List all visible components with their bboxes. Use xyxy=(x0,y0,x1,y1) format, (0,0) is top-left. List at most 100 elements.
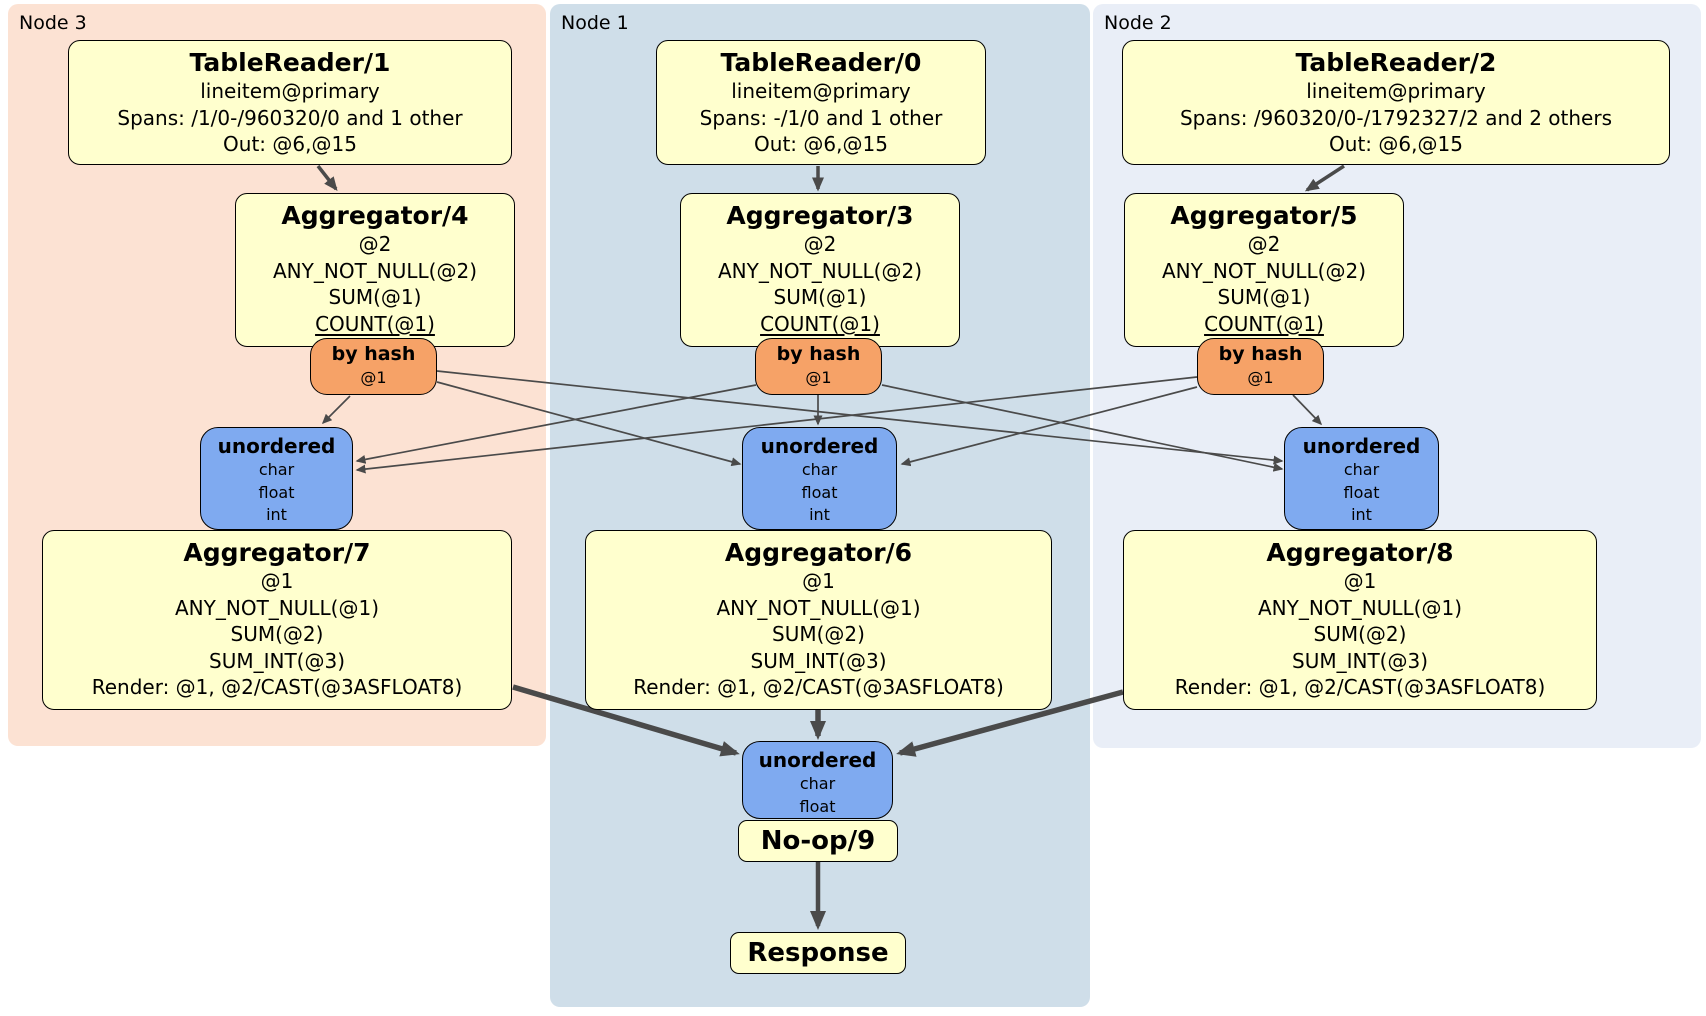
processor-detail: SUM_INT(@3) xyxy=(750,648,887,673)
sync-type: char xyxy=(258,460,295,479)
router-column: @1 xyxy=(1247,368,1274,387)
processor-detail: @1 xyxy=(1343,569,1377,593)
processor-detail: ANY_NOT_NULL(@2) xyxy=(1162,258,1366,283)
processor-title: Aggregator/8 xyxy=(1266,538,1454,567)
processor-detail: @2 xyxy=(1247,232,1281,256)
processor-title: Aggregator/5 xyxy=(1170,201,1358,230)
processor-title: No-op/9 xyxy=(760,826,876,856)
processor-aggregator-5: Aggregator/5 @2 ANY_NOT_NULL(@2) SUM(@1)… xyxy=(1124,193,1404,347)
processor-title: TableReader/0 xyxy=(720,48,922,77)
sync-type: float xyxy=(258,482,295,502)
router-label: by hash xyxy=(776,343,861,365)
sync-unordered-final: unordered char float xyxy=(742,741,893,819)
panel-node-2-label: Node 2 xyxy=(1104,12,1172,34)
processor-detail: Out: @6,@15 xyxy=(1329,132,1463,156)
sync-label: unordered xyxy=(758,748,877,772)
edge-router-left-sync-mid xyxy=(436,381,742,467)
processor-detail: ANY_NOT_NULL(@1) xyxy=(175,595,379,620)
processor-detail: SUM(@2) xyxy=(772,622,865,646)
response-box: Response xyxy=(730,932,906,974)
processor-detail: SUM(@1) xyxy=(773,285,867,309)
sync-type: float xyxy=(1343,482,1380,502)
response-title: Response xyxy=(747,938,889,968)
processor-detail: lineitem@primary xyxy=(731,79,911,103)
sync-label: unordered xyxy=(760,434,879,458)
sync-type: char xyxy=(801,460,838,479)
processor-detail: lineitem@primary xyxy=(1306,79,1486,103)
sync-type: int xyxy=(1351,505,1372,524)
processor-title: TableReader/1 xyxy=(189,48,391,77)
router-by-hash-right: by hash @1 xyxy=(1197,338,1324,395)
processor-title: Aggregator/6 xyxy=(724,538,913,567)
edge-router-mid-sync-right xyxy=(881,384,1284,472)
processor-detail: Spans: /960320/0-/1792327/2 and 2 others xyxy=(1179,105,1612,130)
edge-router-right-sync-left xyxy=(355,376,1198,474)
processor-detail: Render: @1, @2/CAST(@3ASFLOAT8) xyxy=(91,675,463,699)
processor-detail: @2 xyxy=(358,232,392,256)
router-column: @1 xyxy=(360,368,387,387)
edge-agg8-final-sync xyxy=(896,689,1124,757)
processor-detail: @1 xyxy=(260,569,294,593)
processor-detail: Out: @6,@15 xyxy=(223,132,357,156)
sync-type: float xyxy=(801,482,838,502)
router-label: by hash xyxy=(331,343,416,365)
router-column: @1 xyxy=(805,368,832,387)
processor-detail: Render: @1, @2/CAST(@3ASFLOAT8) xyxy=(1174,675,1546,699)
processor-no-op-9: No-op/9 xyxy=(738,820,898,862)
processor-detail: SUM(@1) xyxy=(1217,285,1311,309)
processor-detail: ANY_NOT_NULL(@1) xyxy=(716,595,921,620)
sync-label: unordered xyxy=(1302,434,1421,458)
processor-aggregator-6: Aggregator/6 @1 ANY_NOT_NULL(@1) SUM(@2)… xyxy=(585,530,1052,710)
sync-type: int xyxy=(809,505,830,524)
processor-detail: Render: @1, @2/CAST(@3ASFLOAT8) xyxy=(633,675,1004,699)
processor-aggregator-8: Aggregator/8 @1 ANY_NOT_NULL(@1) SUM(@2)… xyxy=(1123,530,1597,710)
processor-title: Aggregator/7 xyxy=(183,538,371,567)
edge-agg7-final-sync xyxy=(512,684,740,757)
processor-detail: @1 xyxy=(802,569,835,593)
edge-router-right-sync-mid xyxy=(900,386,1198,467)
processor-detail: ANY_NOT_NULL(@2) xyxy=(273,258,477,283)
processor-detail: @2 xyxy=(803,232,837,256)
processor-tablereader-1: TableReader/1 lineitem@primary Spans: /1… xyxy=(68,40,512,165)
processor-detail: Spans: /1/0-/960320/0 and 1 other xyxy=(117,105,463,130)
sync-unordered-mid: unordered char float int xyxy=(742,427,897,530)
edge-router-left-sync-right xyxy=(436,370,1284,465)
processor-aggregator-4: Aggregator/4 @2 ANY_NOT_NULL(@2) SUM(@1)… xyxy=(235,193,515,347)
edge-router-left-sync-left xyxy=(321,395,351,425)
processor-aggregator-7: Aggregator/7 @1 ANY_NOT_NULL(@1) SUM(@2)… xyxy=(42,530,512,710)
edge-tr1-agg4 xyxy=(316,164,338,191)
sync-type: float xyxy=(799,796,836,816)
processor-detail: SUM_INT(@3) xyxy=(209,648,345,673)
sync-unordered-right: unordered char float int xyxy=(1284,427,1439,530)
router-by-hash-left: by hash @1 xyxy=(310,338,437,395)
router-label: by hash xyxy=(1218,343,1303,365)
panel-node-1-label: Node 1 xyxy=(561,12,629,34)
sync-label: unordered xyxy=(217,434,336,458)
processor-title: Aggregator/3 xyxy=(726,201,914,230)
processor-detail: ANY_NOT_NULL(@2) xyxy=(718,258,922,283)
sync-unordered-left: unordered char float int xyxy=(200,427,353,530)
router-by-hash-mid: by hash @1 xyxy=(755,338,882,395)
processor-aggregator-3: Aggregator/3 @2 ANY_NOT_NULL(@2) SUM(@1)… xyxy=(680,193,960,347)
sync-type: int xyxy=(266,505,287,524)
processor-detail: SUM(@1) xyxy=(328,285,422,309)
processor-tablereader-2: TableReader/2 lineitem@primary Spans: /9… xyxy=(1122,40,1670,165)
panel-node-3-label: Node 3 xyxy=(19,12,87,34)
processor-detail: SUM_INT(@3) xyxy=(1292,648,1428,673)
processor-title: TableReader/2 xyxy=(1295,48,1497,77)
processor-detail: Out: @6,@15 xyxy=(754,132,888,156)
sync-type: char xyxy=(1343,460,1380,479)
processor-detail: COUNT(@1) xyxy=(760,311,880,336)
processor-detail: SUM(@2) xyxy=(1313,622,1407,646)
edge-router-right-sync-right xyxy=(1292,394,1323,426)
processor-detail: lineitem@primary xyxy=(200,79,380,103)
processor-detail: SUM(@2) xyxy=(230,622,324,646)
processor-detail: ANY_NOT_NULL(@1) xyxy=(1258,595,1462,620)
processor-title: Aggregator/4 xyxy=(281,201,469,230)
processor-detail: Spans: -/1/0 and 1 other xyxy=(699,105,943,130)
edge-router-mid-sync-left xyxy=(355,384,757,464)
edge-tr2-agg5 xyxy=(1304,164,1345,192)
processor-tablereader-0: TableReader/0 lineitem@primary Spans: -/… xyxy=(656,40,986,165)
